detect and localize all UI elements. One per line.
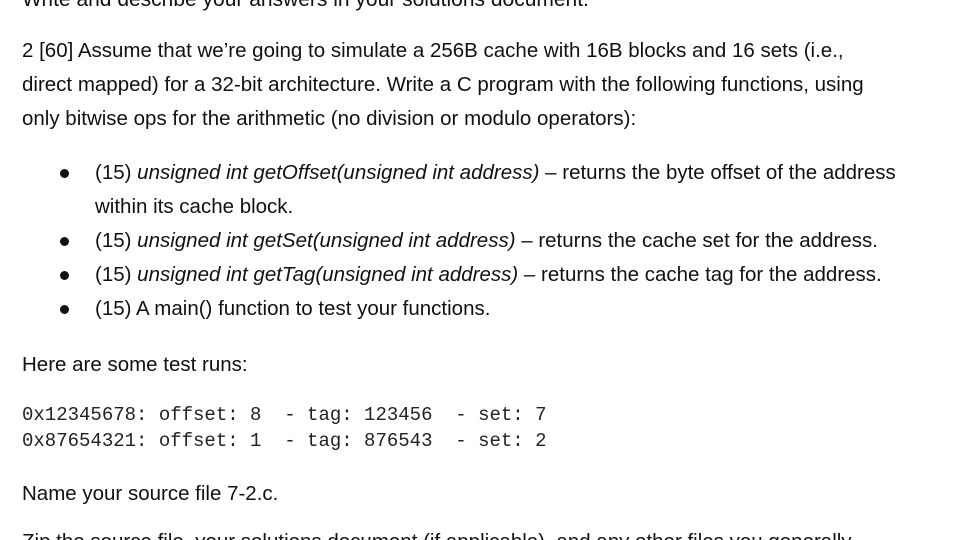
- intro-line-1: 2 [60] Assume that we’re going to simula…: [22, 39, 844, 62]
- function-description-cont: within its cache block.: [95, 195, 294, 218]
- intro-line-2: direct mapped) for a 32-bit architecture…: [22, 73, 864, 96]
- function-description: – returns the cache set for the address.: [521, 229, 878, 252]
- item-text: A main() function to test your functions…: [136, 297, 491, 320]
- bullet-icon: [60, 305, 69, 314]
- list-item-main: (15) A main() function to test your func…: [0, 292, 960, 326]
- cut-off-bottom-line: Zip the source file, your solutions docu…: [22, 529, 852, 540]
- list-item-get-set: (15) unsigned int getSet(unsigned int ad…: [0, 224, 960, 258]
- bullet-icon: [60, 271, 69, 280]
- problem-intro: 2 [60] Assume that we’re going to simula…: [22, 34, 952, 136]
- list-item-get-tag: (15) unsigned int getTag(unsigned int ad…: [0, 258, 960, 292]
- points-label: (15): [95, 263, 132, 286]
- bullet-icon: [60, 169, 69, 178]
- source-file-instruction: Name your source file 7-2.c.: [22, 482, 279, 505]
- points-label: (15): [95, 297, 132, 320]
- function-list: (15) unsigned int getOffset(unsigned int…: [0, 156, 960, 326]
- test-run-line-2: 0x87654321: offset: 1 - tag: 876543 - se…: [22, 430, 547, 452]
- function-description: – returns the byte offset of the address: [545, 161, 896, 184]
- function-signature: unsigned int getTag(unsigned int address…: [137, 263, 519, 286]
- cut-off-top-line: Write and describe your answers in your …: [22, 0, 589, 13]
- function-description: – returns the cache tag for the address.: [523, 263, 882, 286]
- test-run-line-1: 0x12345678: offset: 8 - tag: 123456 - se…: [22, 404, 547, 426]
- function-signature: unsigned int getSet(unsigned int address…: [137, 229, 516, 252]
- test-runs-code-block: 0x12345678: offset: 8 - tag: 123456 - se…: [22, 402, 547, 454]
- points-label: (15): [95, 161, 132, 184]
- test-runs-heading: Here are some test runs:: [22, 353, 248, 376]
- function-signature: unsigned int getOffset(unsigned int addr…: [137, 161, 540, 184]
- bullet-icon: [60, 237, 69, 246]
- intro-line-3: only bitwise ops for the arithmetic (no …: [22, 107, 637, 130]
- points-label: (15): [95, 229, 132, 252]
- list-item-get-offset: (15) unsigned int getOffset(unsigned int…: [0, 156, 960, 224]
